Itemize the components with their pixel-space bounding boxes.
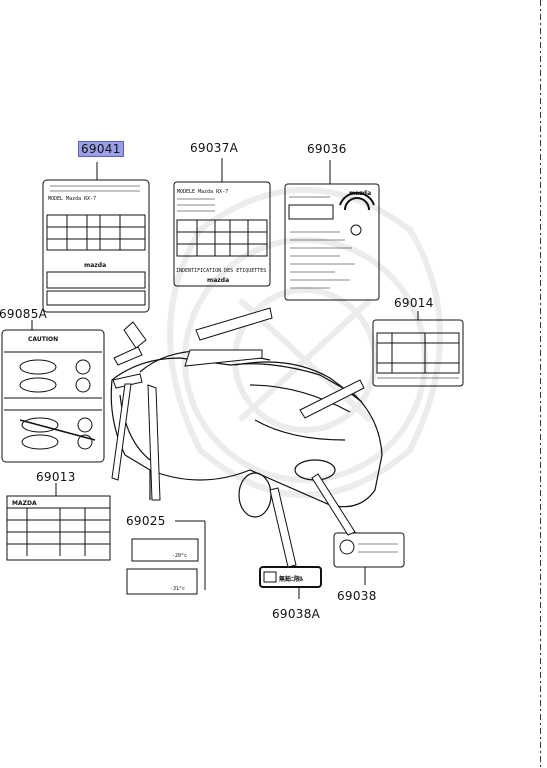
scan-edge-line [540, 0, 541, 768]
label-69013 [6, 495, 111, 561]
part-number-69038A[interactable]: 69038A [272, 607, 321, 621]
part-number-69041[interactable]: 69041 [78, 141, 124, 157]
label-69085A [1, 329, 105, 463]
label-69014 [372, 319, 464, 387]
part-number-69085A[interactable]: 69085A [0, 307, 48, 321]
label-69013-brand-text: MAZDA [12, 500, 37, 507]
label-69041 [42, 179, 150, 313]
label-69025 [126, 520, 206, 595]
label-69037A-brand-text: mazda [207, 277, 229, 284]
label-69025-b-text: -31°c [170, 586, 185, 592]
label-69037A-footer-text: INDENTIFICATION DES ETIQUETTES [176, 268, 266, 274]
car-illustration [110, 349, 383, 518]
part-number-69013[interactable]: 69013 [36, 470, 76, 484]
part-number-69014[interactable]: 69014 [394, 296, 434, 310]
label-69025-a-text: -20°c [172, 553, 187, 559]
label-69038A-text: 無鉛ﾆ限ﾙ [279, 575, 304, 583]
leader-lines [31, 158, 419, 599]
label-69036 [284, 183, 380, 301]
part-number-69037A[interactable]: 69037A [190, 141, 239, 155]
label-69085A-title-text: CAUTION [28, 336, 58, 343]
label-69037A-model-text: MODELE Mazda RX-7 [177, 189, 228, 195]
label-69037A [173, 181, 271, 287]
label-69036-brand-text: mazda [349, 190, 371, 197]
part-number-69036[interactable]: 69036 [307, 142, 347, 156]
label-69041-brand-text: mazda [84, 262, 106, 269]
pointer-arrows [111, 307, 365, 568]
label-69038 [333, 532, 405, 585]
label-69041-model-text: MODEL Mazda RX-7 [48, 196, 96, 202]
part-number-69038[interactable]: 69038 [337, 589, 377, 603]
part-number-69025[interactable]: 69025 [126, 514, 166, 528]
label-69038A [259, 566, 322, 588]
